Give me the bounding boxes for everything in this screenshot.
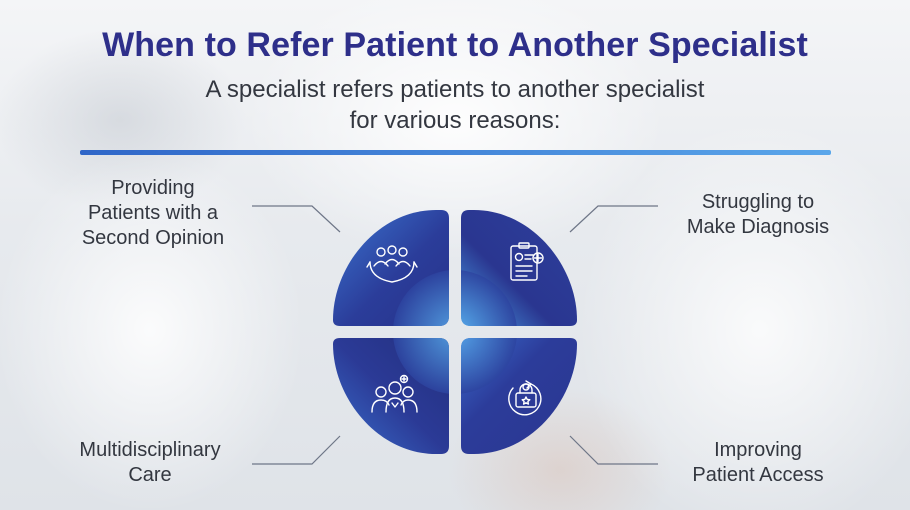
reason-label-patient-access: Improving Patient Access: [662, 438, 854, 488]
petal-patient-access: [461, 338, 577, 454]
reason-label-line: Patient Access: [692, 464, 824, 486]
reason-label-second-opinion: Providing Patients with a Second Opinion: [58, 176, 248, 251]
petal-multidisciplinary: [333, 338, 449, 454]
reason-label-line: Struggling to: [701, 191, 815, 213]
doctors-group-icon: [371, 374, 418, 413]
subtitle-line-1: A specialist refers patients to another …: [205, 76, 705, 103]
reason-label-line: Improving: [714, 439, 802, 461]
connector-line-bottom-left: [252, 435, 341, 465]
reason-label-line: Providing: [111, 177, 195, 199]
petal-second-opinion: [333, 210, 449, 326]
reason-label-line: Second Opinion: [81, 227, 225, 249]
reason-label-line: Patients with a: [87, 202, 219, 224]
access-lock-icon: [508, 380, 542, 416]
connector-line-top-right: [569, 205, 658, 233]
reason-label-line: Make Diagnosis: [686, 216, 830, 238]
petal-diagnosis: [461, 210, 577, 326]
team-hands-icon: [366, 245, 418, 283]
title-divider: [80, 150, 831, 155]
page-title: When to Refer Patient to Another Special…: [102, 26, 808, 64]
subtitle-line-2: for various reasons:: [349, 107, 561, 134]
connector-line-top-left: [252, 205, 341, 233]
reason-label-line: Multidisciplinary: [79, 439, 221, 461]
page-subtitle: A specialist refers patients to another …: [0, 74, 910, 136]
medical-chart-icon: [510, 242, 544, 281]
reason-label-multidisciplinary: Multidisciplinary Care: [52, 438, 248, 488]
reason-label-line: Care: [128, 464, 172, 486]
reason-label-diagnosis: Struggling to Make Diagnosis: [662, 190, 854, 240]
connector-line-bottom-right: [569, 435, 658, 465]
